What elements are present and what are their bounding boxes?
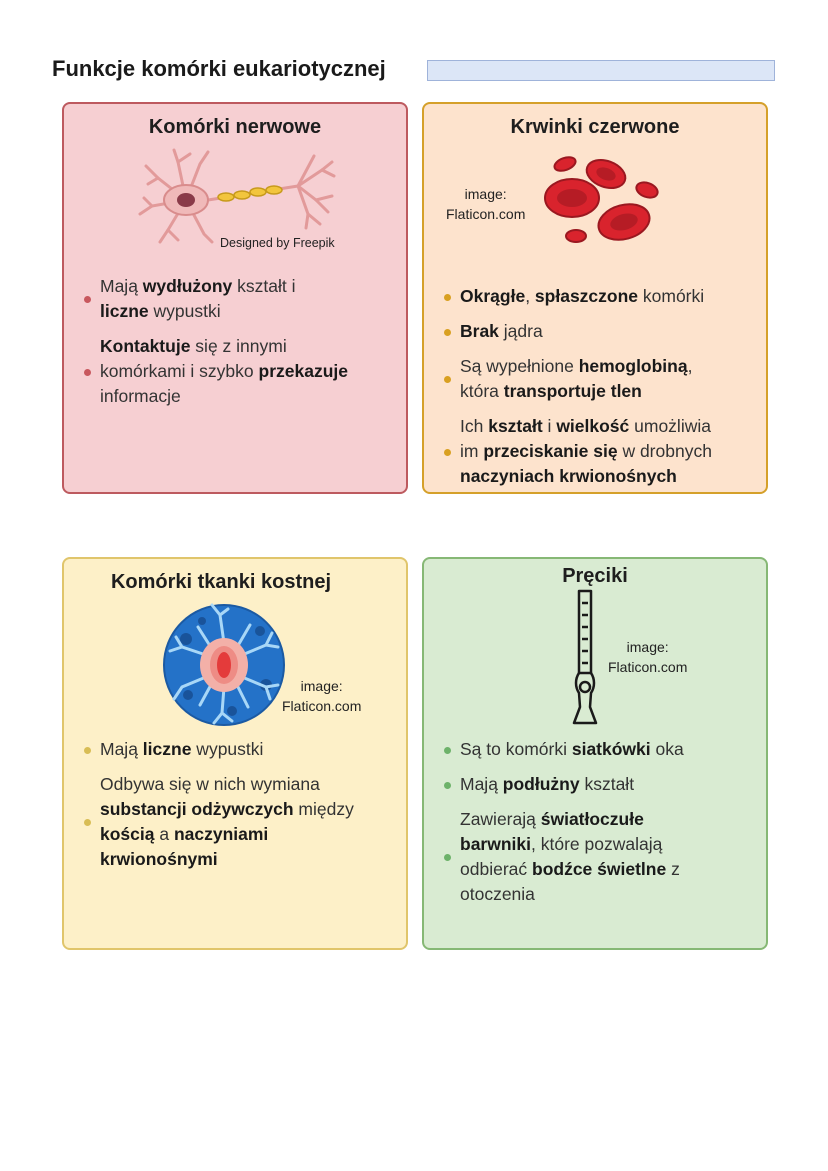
card-title: Komórki nerwowe <box>148 116 322 138</box>
bold-text: spłaszczone <box>534 286 639 306</box>
text: komórki <box>638 286 705 306</box>
text: , <box>687 356 693 376</box>
bold-text: substancji odżywczych <box>100 799 294 819</box>
bold-text: wydłużony <box>142 276 233 296</box>
bullet-item: Są to komórki siatkówki oka <box>444 737 752 762</box>
text: otoczenia <box>460 884 535 904</box>
text: Zawierają <box>460 809 541 829</box>
bold-text: przeciskanie się <box>483 441 618 461</box>
text: Mają <box>460 774 503 794</box>
card-bone-cells: Komórki tkanki kostnej image: Flaticon.c… <box>62 557 408 950</box>
text: , <box>525 286 535 306</box>
bullet-dot-icon <box>444 293 451 301</box>
card-red-blood-cells: Krwinki czerwone image: Flaticon.com Okr… <box>422 102 768 494</box>
bold-text: transportuje tlen <box>503 381 642 401</box>
bullet-item: Brak jądra <box>444 319 752 344</box>
bullet-dot-icon <box>444 328 451 336</box>
bullet-dot-icon <box>444 854 451 861</box>
text: oka <box>650 739 684 759</box>
bold-text: światłoczułe <box>540 809 644 829</box>
bullet-dot-icon <box>84 746 91 754</box>
rod-cell-icon <box>572 589 598 725</box>
card-title: Pręciki <box>562 565 628 587</box>
text: z <box>666 859 680 879</box>
text: umożliwia <box>629 416 711 436</box>
text: Są wypełnione <box>460 356 579 376</box>
text: kształt <box>579 774 635 794</box>
bold-text: Kontaktuje <box>100 336 191 356</box>
text: informacje <box>100 386 181 406</box>
bullet-dot-icon <box>444 376 451 383</box>
text: im <box>460 441 484 461</box>
bold-text: kształt <box>488 416 543 436</box>
image-credit: image: Flaticon.com <box>282 678 362 714</box>
image-credit: image: Flaticon.com <box>446 186 526 222</box>
title-input-field[interactable] <box>427 60 775 81</box>
card-title: Krwinki czerwone <box>510 116 680 138</box>
bullet-item: Okrągłe, spłaszczone komórki <box>444 284 752 309</box>
bullet-dot-icon <box>84 296 91 303</box>
red-blood-cells-icon <box>544 156 659 243</box>
bold-text: Okrągłe <box>460 286 526 306</box>
text: która <box>460 381 504 401</box>
image-credit: image: Flaticon.com <box>608 639 688 675</box>
bold-text: hemoglobiną <box>578 356 688 376</box>
bold-text: kością <box>100 824 155 844</box>
bullet-item: Ich kształt i wielkość umożliwia im przec… <box>444 414 752 489</box>
bold-text: liczne <box>142 739 192 759</box>
bold-text: wielkość <box>556 416 630 436</box>
text: w drobnych <box>617 441 712 461</box>
bold-text: bodźce świetlne <box>532 859 667 879</box>
bullet-dot-icon <box>84 368 91 376</box>
bullet-item: Kontaktuje się z innymi komórkami i szybk… <box>84 334 392 409</box>
text: Mają <box>100 739 143 759</box>
neuron-icon <box>138 148 336 244</box>
text: Mają <box>100 276 143 296</box>
bold-text: przekazuje <box>258 361 348 381</box>
bullet-item: Są wypełnione hemoglobiną, która transpor… <box>444 354 752 404</box>
text: wypustki <box>191 739 264 759</box>
text: Są to komórki <box>460 739 572 759</box>
card-nerve-cells: Komórki nerwowe Designed by Freepik Mają… <box>62 102 408 494</box>
text: komórkami i szybko <box>100 361 259 381</box>
text: , które pozwalają <box>531 834 663 854</box>
bullet-item: Odbywa się w nich wymiana substancji odży… <box>84 772 392 872</box>
bullet-item: Mają wydłużony kształt i liczne wypustki <box>84 274 392 324</box>
bold-text: krwionośnymi <box>100 849 218 869</box>
bullet-item: Mają podłużny kształt <box>444 772 752 797</box>
bullet-dot-icon <box>444 781 451 789</box>
text: między <box>293 799 354 819</box>
bold-text: Brak <box>460 321 499 341</box>
text: się z innymi <box>190 336 287 356</box>
text: i <box>542 416 557 436</box>
bold-text: naczyniach krwionośnych <box>460 466 677 486</box>
text: Ich <box>460 416 489 436</box>
bullet-item: Zawierają światłoczułe barwniki, które po… <box>444 807 752 907</box>
bold-text: liczne <box>100 301 149 321</box>
text: odbierać <box>460 859 532 879</box>
text: kształt i <box>232 276 296 296</box>
text: Odbywa się w nich wymiana <box>100 774 320 794</box>
bullet-dot-icon <box>444 448 451 456</box>
page-title: Funkcje komórki eukariotycznej <box>52 56 386 81</box>
bone-cell-icon <box>163 603 285 726</box>
bold-text: barwniki <box>460 834 531 854</box>
bullet-dot-icon <box>84 819 91 826</box>
bold-text: podłużny <box>502 774 580 794</box>
bullet-item: Mają liczne wypustki <box>84 737 392 762</box>
text: a <box>154 824 174 844</box>
image-credit: Designed by Freepik <box>220 236 335 250</box>
bold-text: naczyniami <box>173 824 269 844</box>
text: wypustki <box>148 301 221 321</box>
text: jądra <box>498 321 543 341</box>
card-rod-cells: Pręciki image: Flaticon.com Są to komórk… <box>422 557 768 950</box>
bullet-dot-icon <box>444 746 451 754</box>
card-title: Komórki tkanki kostnej <box>110 571 332 593</box>
bold-text: siatkówki <box>571 739 651 759</box>
